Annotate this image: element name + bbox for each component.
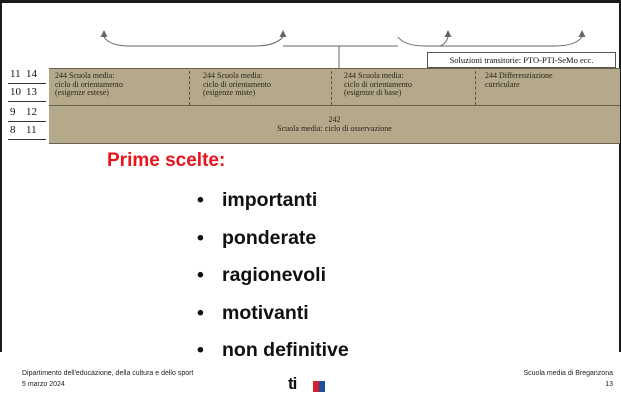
column-divider	[331, 71, 332, 105]
column-divider	[475, 71, 476, 105]
bullet-item: • motivanti	[197, 302, 349, 340]
slide-frame-right	[619, 0, 621, 352]
slide-frame-left	[0, 0, 2, 352]
footer-department: Dipartimento dell'educazione, della cult…	[22, 370, 194, 377]
footer-date: 5 marzo 2024	[22, 381, 65, 388]
slide-frame-top	[0, 0, 621, 3]
connector-right-curve	[397, 36, 583, 47]
arrow-head-1	[100, 30, 108, 37]
orientation-column-extended: 244 Scuola media: ciclo di orientamento …	[55, 71, 123, 97]
arrow-head-4	[578, 30, 586, 37]
school-year: 8	[10, 124, 16, 136]
bullet-text: motivanti	[222, 301, 309, 324]
orientation-column-mixed: 244 Scuola media: ciclo di orientamento …	[203, 71, 271, 97]
curricular-differentiation-column: 244 Differenziazione curriculare	[485, 71, 553, 89]
age: 14	[26, 68, 37, 80]
page-number: 13	[605, 381, 613, 388]
bullet-dot: •	[197, 301, 204, 324]
bullet-dot: •	[197, 189, 204, 211]
orientation-column-basic: 244 Scuola media: ciclo di orientamento …	[344, 71, 412, 97]
bullet-dot: •	[197, 264, 204, 286]
bullet-item: • ragionevoli	[197, 264, 349, 302]
bullet-item: • ponderate	[197, 227, 349, 265]
age: 13	[26, 86, 37, 98]
bullet-item: • importanti	[197, 189, 349, 227]
bullet-text: ponderate	[222, 226, 317, 249]
connector-left-curve	[103, 36, 284, 47]
choice-bullet-list: • importanti • ponderate • ragionevoli • mot…	[197, 189, 349, 377]
logo-text: ti	[288, 374, 297, 393]
grade-row: 11 14	[8, 68, 48, 84]
transitional-solutions-box: Soluzioni transitorie: PTO-PTI-SeMo ecc.	[427, 52, 616, 68]
bullet-text: ragionevoli	[222, 264, 327, 286]
observation-cycle-band: 242 Scuola media: ciclo di osservazione	[49, 106, 620, 144]
footer-school: Scuola media di Breganzona	[523, 370, 613, 377]
bullet-text: importanti	[222, 189, 318, 211]
bullet-dot: •	[197, 339, 204, 361]
grade-row: 9 12	[8, 106, 48, 122]
bullet-dot: •	[197, 226, 204, 249]
school-year: 9	[10, 106, 16, 118]
arrow-head-3	[444, 30, 452, 37]
observation-cycle-label: 242 Scuola media: ciclo di osservazione	[277, 115, 392, 133]
ticino-logo: ti	[288, 374, 332, 394]
pathway-arrows	[100, 30, 586, 68]
grade-row: 10 13	[8, 86, 48, 102]
ticino-flag-icon	[313, 381, 325, 392]
school-year: 10	[10, 86, 21, 98]
orientation-cycle-band: 244 Scuola media: ciclo di orientamento …	[49, 68, 620, 106]
bullet-item: • non definitive	[197, 339, 349, 377]
bullet-text: non definitive	[222, 339, 349, 361]
age: 12	[26, 106, 37, 118]
slide-heading: Prime scelte:	[107, 150, 226, 171]
school-year: 11	[10, 68, 21, 80]
grade-row: 8 11	[8, 124, 48, 140]
arrow-head-2	[279, 30, 287, 37]
column-divider	[189, 71, 190, 105]
age: 11	[26, 124, 37, 136]
